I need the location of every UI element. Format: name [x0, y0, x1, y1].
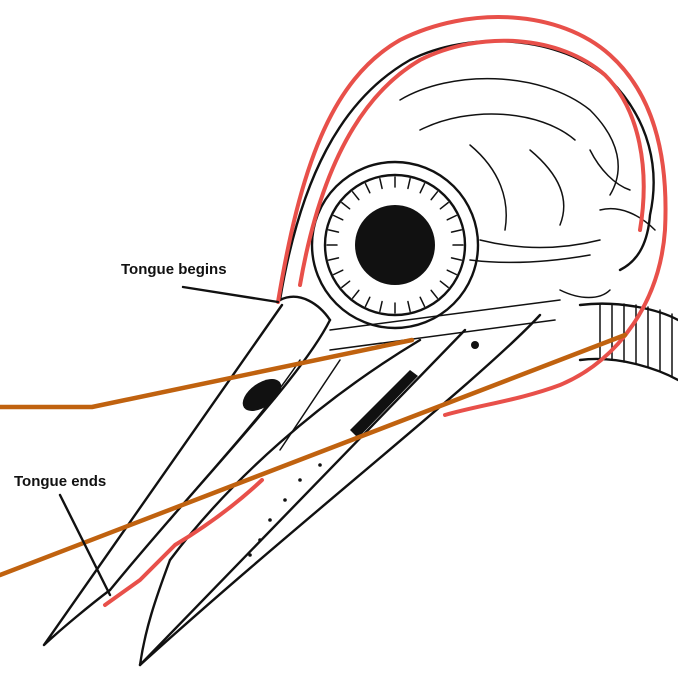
eye-ring-tick	[380, 302, 382, 312]
eye-ring-tick	[329, 230, 339, 232]
tongue-lines	[0, 335, 625, 575]
tongue-ends-label: Tongue ends	[14, 473, 106, 490]
eye-ring-tick	[431, 192, 437, 200]
eye-ring-tick	[365, 297, 369, 306]
eye-ring-tick	[440, 281, 448, 287]
eye-ring-tick	[431, 290, 437, 298]
hyoid-path	[105, 17, 666, 605]
eye-ring-tick	[447, 215, 456, 219]
eye-pupil	[355, 205, 435, 285]
eye-ring-tick	[447, 270, 456, 274]
eye-ring-tick	[353, 192, 359, 200]
eye-ring-tick	[408, 179, 410, 189]
eye-ring-tick	[408, 302, 410, 312]
eye-ring-tick	[452, 230, 462, 232]
eye-ring-tick	[334, 270, 343, 274]
eye-ring-tick	[420, 184, 424, 193]
eye-ring-tick	[365, 184, 369, 193]
tongue-begins-leader	[183, 287, 278, 302]
trachea	[580, 304, 678, 380]
eye-ring-tick	[342, 203, 350, 209]
beak	[44, 300, 560, 665]
eye-ring-tick	[380, 179, 382, 189]
tongue-begins-label: Tongue begins	[121, 261, 227, 278]
eye-ring-tick	[452, 258, 462, 260]
beak-dot	[471, 341, 479, 349]
eye-ring-tick	[334, 215, 343, 219]
eye-ring-tick	[420, 297, 424, 306]
skull-outline	[280, 41, 655, 320]
eye-ring-tick	[329, 258, 339, 260]
tongue-ends-leader	[60, 495, 110, 595]
eye-ring-tick	[440, 203, 448, 209]
eye-ring-tick	[342, 281, 350, 287]
eye-ring-tick	[353, 290, 359, 298]
eye-ring	[312, 162, 478, 328]
